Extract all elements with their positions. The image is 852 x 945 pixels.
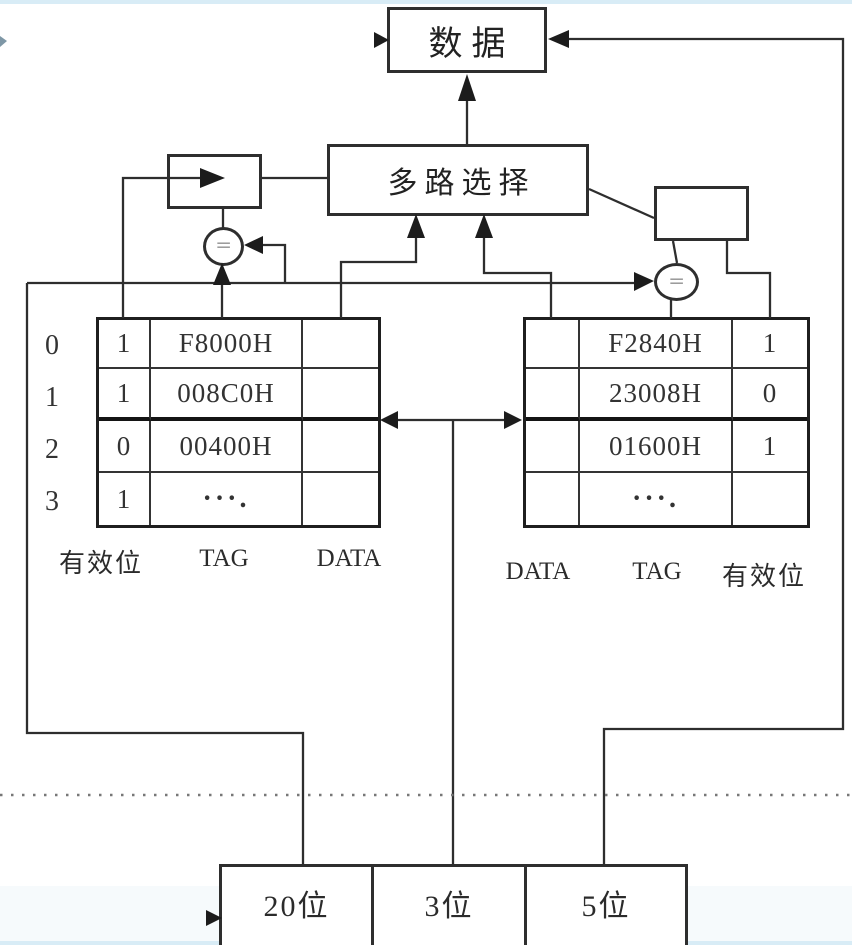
right-cell-valid-3 (733, 473, 807, 525)
left-comparator-equals: = (215, 235, 232, 257)
mux-to-right-hitbox-wire (588, 187, 655, 220)
left-data-to-mux-wire (339, 236, 418, 318)
data-output-label: 数据 (428, 25, 515, 63)
left-cell-valid-1: 1 (99, 369, 151, 421)
row-label-0: 0 (45, 330, 59, 361)
data-box-right-arrowhead (548, 30, 569, 48)
left-hit-logic-box (167, 154, 262, 209)
right-cell-tag-3: ···. (580, 473, 733, 525)
right-cell-tag-0: F2840H (580, 320, 733, 369)
address-tag-field: 20位 (222, 867, 374, 945)
address-index-field: 3位 (374, 867, 527, 945)
left-cell-data-2 (303, 421, 378, 473)
left-cell-tag-1: 008C0H (151, 369, 303, 421)
row-label-2: 2 (45, 434, 59, 465)
right-cell-tag-2: 01600H (580, 421, 733, 473)
right-col-label-data: DATA (505, 558, 571, 585)
right-cell-tag-1: 23008H (580, 369, 733, 421)
data-output-box: 数据 (387, 7, 547, 73)
right-comparator: = (654, 263, 699, 301)
right-cell-valid-0: 1 (733, 320, 807, 369)
right-cell-data-0 (526, 320, 580, 369)
right-cell-data-2 (526, 421, 580, 473)
left-cell-data-0 (303, 320, 378, 369)
row-label-1: 1 (45, 382, 59, 413)
left-edge-mark (0, 36, 7, 47)
tag-branch-left-wire (252, 243, 287, 283)
right-comparator-left-arrowhead (634, 272, 654, 291)
right-valid-wire (725, 241, 772, 318)
left-comparator-bottom-arrowhead (213, 263, 231, 285)
left-col-label-data: DATA (316, 545, 382, 572)
left-cell-data-1 (303, 369, 378, 421)
mux-box: 多路选择 (327, 144, 589, 216)
left-cell-data-3 (303, 473, 378, 525)
right-col-label-valid: 有效位 (721, 562, 807, 591)
right-cell-valid-1: 0 (733, 369, 807, 421)
left-cell-valid-2: 0 (99, 421, 151, 473)
left-col-label-tag: TAG (199, 545, 249, 572)
right-cell-data-3 (526, 473, 580, 525)
left-cell-tag-2: 00400H (151, 421, 303, 473)
right-cache-table: F2840H 1 23008H 0 01600H 1 ···. (523, 317, 810, 528)
right-hitbox-to-comparator-wire (671, 240, 679, 264)
address-field-box: 20位 3位 5位 (219, 864, 688, 945)
right-hit-logic-box (654, 186, 749, 241)
row-label-3: 3 (45, 486, 59, 517)
right-cell-data-1 (526, 369, 580, 421)
left-cell-tag-3: ···. (151, 473, 303, 525)
right-cell-valid-2: 1 (733, 421, 807, 473)
mux-right-input-arrowhead (475, 214, 493, 238)
table-double-arrow-right-head (504, 411, 522, 429)
left-comparator: = (203, 227, 244, 266)
left-cache-table: 1 F8000H 1 008C0H 0 00400H 1 ···. (96, 317, 381, 528)
top-edge-strip (0, 0, 852, 4)
mux-label: 多路选择 (387, 167, 536, 200)
left-col-label-valid: 有效位 (58, 549, 144, 578)
right-col-label-tag: TAG (632, 558, 682, 585)
left-comparator-right-arrowhead (244, 236, 263, 254)
table-double-arrow-left-head (380, 411, 398, 429)
right-data-to-mux-wire (482, 236, 553, 318)
right-comparator-equals: = (668, 270, 685, 293)
left-cell-valid-3: 1 (99, 473, 151, 525)
left-cell-tag-0: F8000H (151, 320, 303, 369)
left-cell-valid-0: 1 (99, 320, 151, 369)
data-box-bottom-arrowhead (458, 74, 476, 101)
mux-left-input-arrowhead (407, 214, 425, 238)
address-offset-field: 5位 (581, 890, 631, 923)
